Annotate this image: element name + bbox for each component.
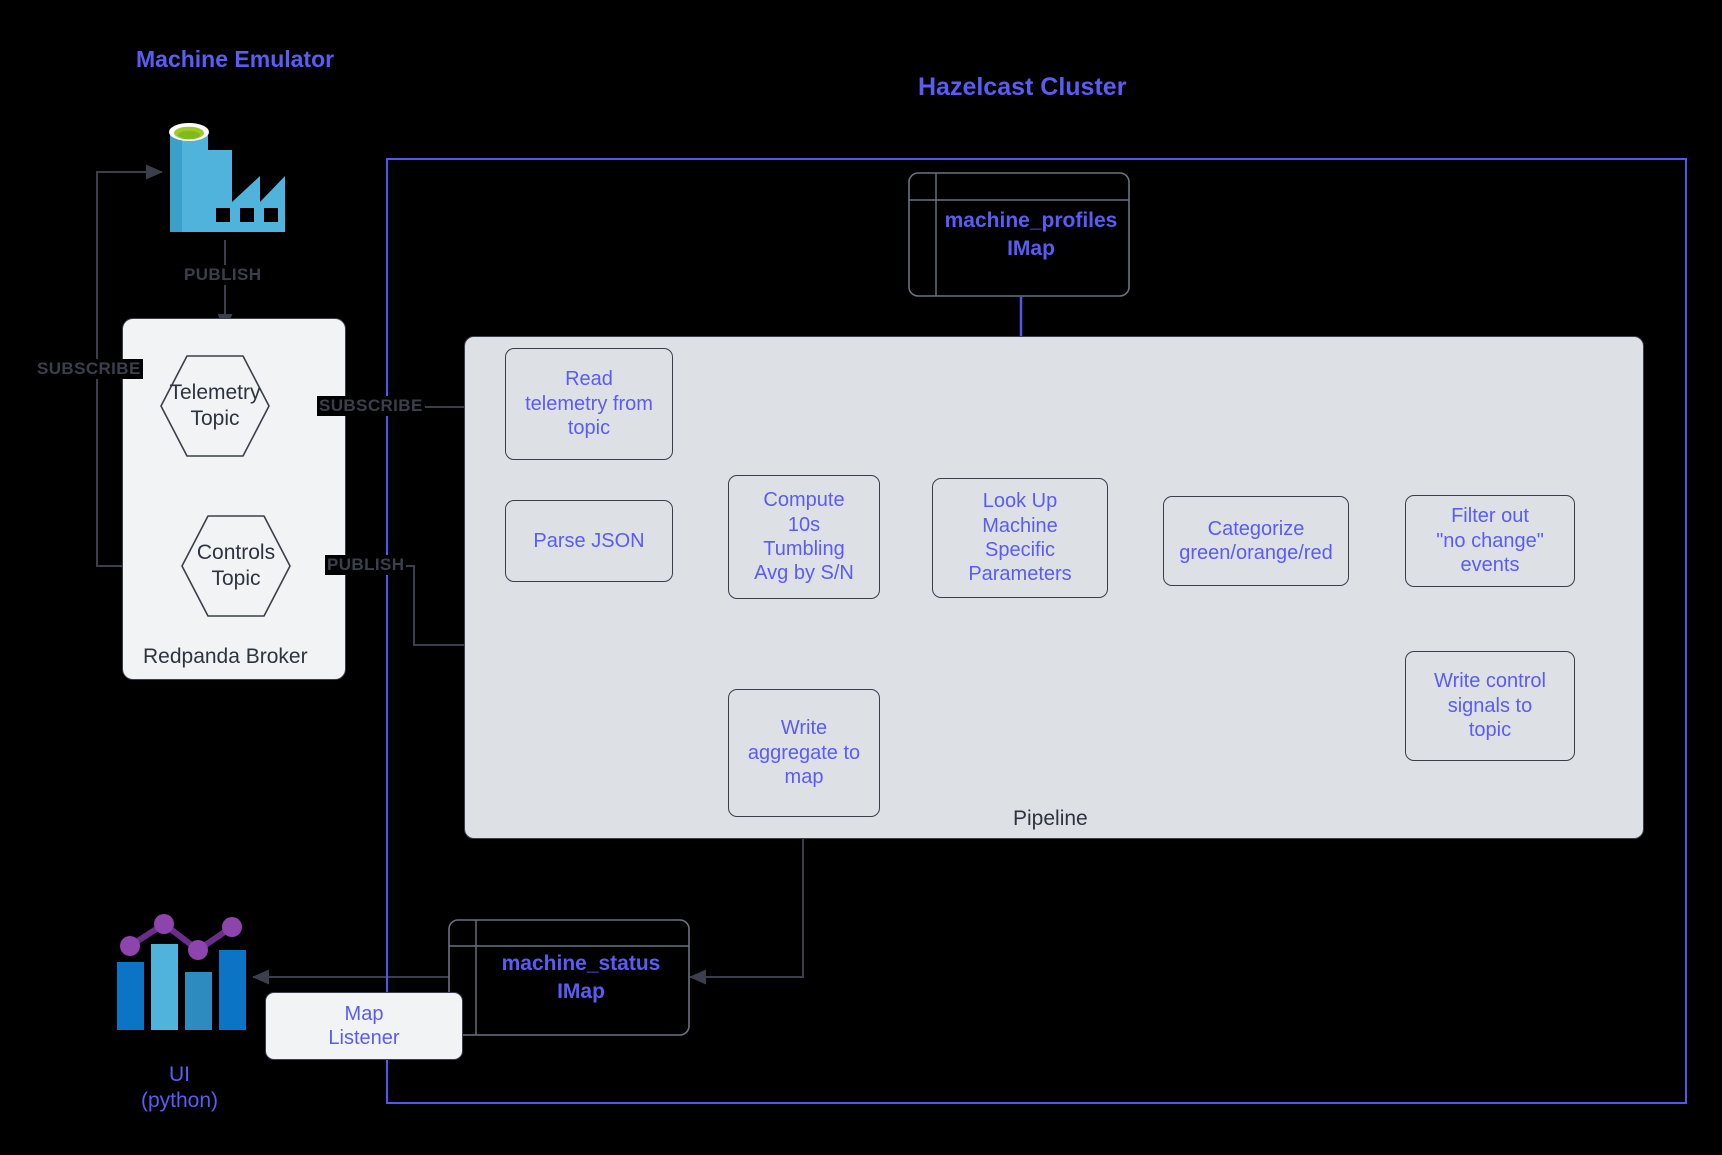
map-listener-label: Map Listener bbox=[328, 1002, 400, 1049]
machine-status-imap-label: machine_status IMap bbox=[501, 952, 661, 1003]
machine-status-imap[interactable]: machine_status IMap bbox=[448, 919, 690, 1036]
step-filter-no-change[interactable]: Filter out "no change" events bbox=[1405, 495, 1575, 587]
ui-python-label: UI(python) bbox=[140, 1063, 219, 1113]
pipeline-label: Pipeline bbox=[1013, 807, 1088, 830]
step-write-aggregate-label: Write aggregate to map bbox=[747, 717, 861, 789]
step-parse-json[interactable]: Parse JSON bbox=[505, 500, 673, 582]
step-write-aggregate[interactable]: Write aggregate to map bbox=[728, 689, 880, 817]
step-parse-json-label: Parse JSON bbox=[533, 529, 645, 552]
telemetry-topic-label: Telemetry Topic bbox=[169, 380, 261, 430]
machine-profiles-imap-label: machine_profiles IMap bbox=[944, 209, 1118, 260]
map-listener-box[interactable]: Map Listener bbox=[265, 992, 463, 1060]
telemetry-topic-hexagon[interactable]: Telemetry Topic bbox=[160, 355, 270, 457]
step-read-telemetry-label: Read telemetry from topic bbox=[525, 368, 653, 440]
subscribe-pipeline-label: SUBSCRIBE bbox=[317, 396, 425, 416]
hazelcast-cluster-title: Hazelcast Cluster bbox=[918, 73, 1127, 101]
step-write-control[interactable]: Write control signals to topic bbox=[1405, 651, 1575, 761]
machine-profiles-imap[interactable]: machine_profiles IMap bbox=[908, 172, 1130, 297]
step-compute-avg-label: Compute 10s Tumbling Avg by S/N bbox=[754, 489, 854, 585]
hazelcast-cluster-frame bbox=[386, 158, 1687, 1104]
step-read-telemetry[interactable]: Read telemetry from topic bbox=[505, 348, 673, 460]
publish-emulator-label: PUBLISH bbox=[182, 265, 264, 285]
redpanda-broker-label: Redpanda Broker bbox=[143, 645, 308, 668]
machine-emulator-title: Machine Emulator bbox=[136, 46, 335, 72]
controls-topic-hexagon[interactable]: Controls Topic bbox=[181, 515, 291, 617]
publish-pipeline-label: PUBLISH bbox=[325, 555, 407, 575]
step-write-control-label: Write control signals to topic bbox=[1434, 670, 1546, 742]
step-compute-avg[interactable]: Compute 10s Tumbling Avg by S/N bbox=[728, 475, 880, 599]
bar-line-chart-icon bbox=[112, 910, 247, 1030]
factory-icon bbox=[160, 110, 285, 235]
step-categorize-label: Categorize green/orange/red bbox=[1179, 517, 1333, 564]
step-categorize[interactable]: Categorize green/orange/red bbox=[1163, 496, 1349, 586]
controls-topic-label: Controls Topic bbox=[196, 540, 276, 590]
step-filter-no-change-label: Filter out "no change" events bbox=[1436, 505, 1544, 577]
subscribe-emulator-label: SUBSCRIBE bbox=[35, 359, 143, 379]
step-lookup-params-label: Look Up Machine Specific Parameters bbox=[968, 490, 1072, 586]
step-lookup-params[interactable]: Look Up Machine Specific Parameters bbox=[932, 478, 1108, 598]
